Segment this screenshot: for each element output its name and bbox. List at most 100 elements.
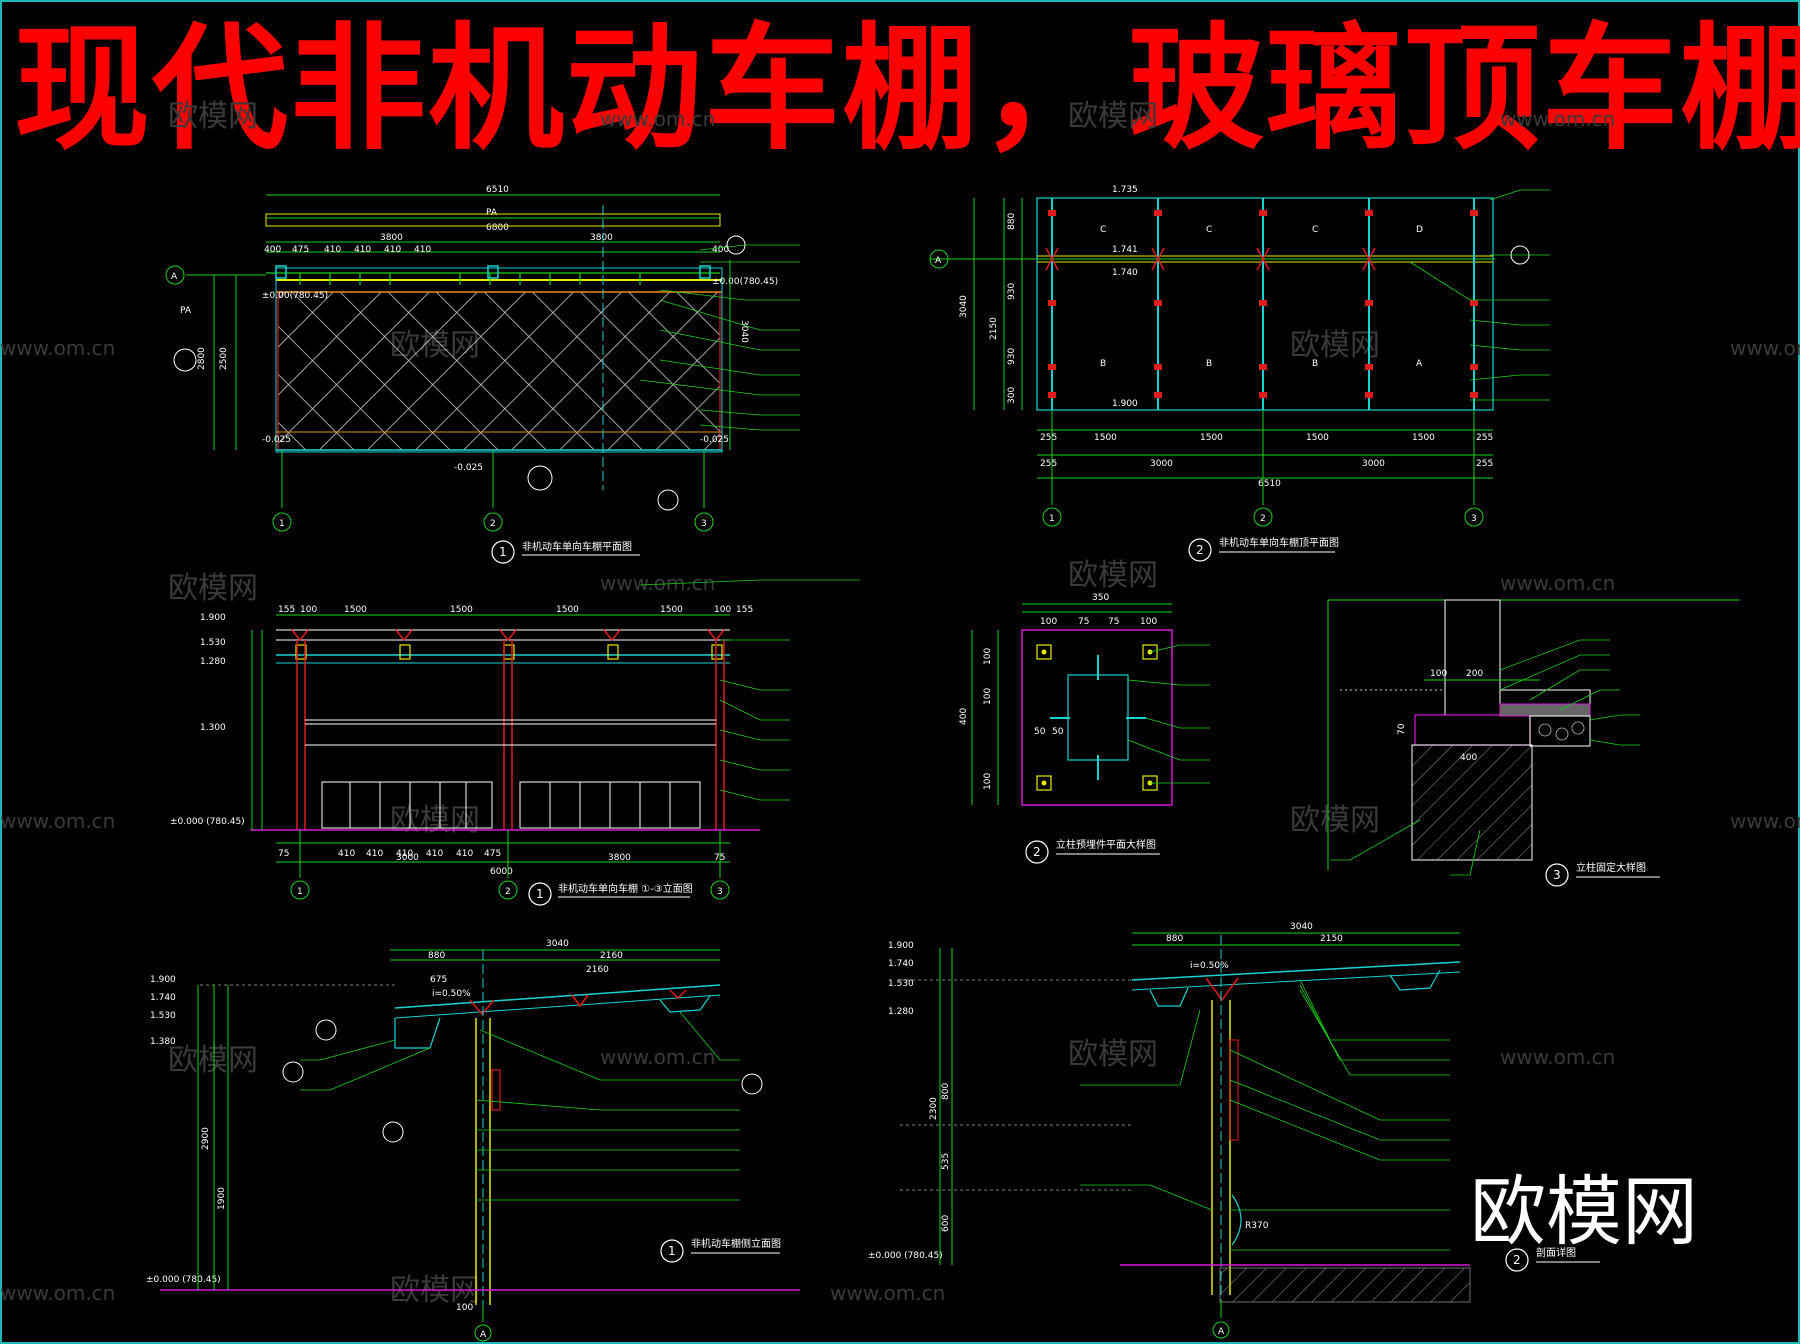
plan-level-bl: -0.025: [262, 435, 291, 445]
title-part1: 现代非机动车棚，: [14, 11, 1118, 169]
watermark-url: www.om.cn: [1500, 1045, 1615, 1069]
roof-dim: 255: [1476, 459, 1493, 469]
roof-level: 1.735: [1112, 185, 1138, 195]
plate-caption: 立柱预埋件平面大样图: [1056, 838, 1156, 851]
roof-side-dim: 930: [1007, 348, 1017, 365]
roof-dim-total: 6510: [1258, 479, 1281, 489]
plate-dim: 350: [1092, 593, 1109, 603]
elev-sub-dim: 410: [456, 849, 473, 859]
sect-radius: R370: [1245, 1221, 1269, 1231]
plan-view: 6510 PA 6800 3800 3800 400 475 410 410 4…: [165, 185, 800, 564]
roof-dim: 1500: [1412, 433, 1435, 443]
watermark-url: www.om.cn: [0, 809, 115, 833]
watermark-url: www.om.cn: [0, 1281, 115, 1305]
front-elevation-view: 155 100 1500 1500 1500 1500 100 155: [170, 579, 860, 906]
plan-level-mid: -0.025: [454, 463, 483, 473]
side-dim: 675: [430, 975, 447, 985]
roof-level: 1.740: [1112, 268, 1138, 278]
found-caption-num: 3: [1553, 868, 1561, 882]
roof-side-dim: 930: [1007, 283, 1017, 300]
sect-dim: 880: [1166, 934, 1183, 944]
side-level: 1.740: [150, 993, 176, 1003]
section-detail-view: 3040 880 2150 i=0.50% R370 1.900 1.740 1…: [868, 922, 1600, 1339]
side-caption-num: 1: [668, 1244, 676, 1258]
roof-caption: 非机动车单向车棚顶平面图: [1219, 536, 1339, 549]
watermark-url: www.om.cn: [0, 336, 115, 360]
elev-dim-3000: 3000: [396, 853, 419, 863]
plan-caption-num: 1: [499, 545, 507, 559]
roof-panel: B: [1100, 359, 1106, 369]
watermark-url: www.om.cn: [1500, 571, 1615, 595]
plan-axis-a: A: [171, 272, 178, 282]
plan-side-dim: 2800: [197, 347, 207, 370]
roof-axis-a: A: [935, 256, 942, 266]
plate-dim: 100: [1040, 617, 1057, 627]
plan-sub-dim: 410: [324, 245, 341, 255]
watermark-text: 欧模网: [168, 571, 258, 606]
side-level: 1.530: [150, 1011, 176, 1021]
plan-level-left: ±0.00(780.45): [262, 291, 328, 301]
side-dim: 880: [428, 951, 445, 961]
roof-plan-view: C C C D B B B A 1.735 1.741 1.740 1.900 …: [929, 185, 1550, 562]
plate-side-dim: 400: [959, 708, 969, 725]
plate-caption-num: 2: [1033, 845, 1041, 859]
watermark-text: 欧模网: [168, 99, 258, 134]
plan-level-right: ±0.00(780.45): [712, 277, 778, 287]
watermark-text: 欧模网: [390, 803, 480, 838]
elev-level: 1.530: [200, 638, 226, 648]
plan-level-br: -0.025: [700, 435, 729, 445]
elev-level: 1.280: [200, 657, 226, 667]
watermark-url: www.om.cn: [600, 571, 715, 595]
side-elevation-view: 3040 880 2160 675 2160 i=0.50% 1.900 1.7…: [146, 939, 800, 1342]
plate-side-dim: 100: [983, 688, 993, 705]
roof-axis-2: 2: [1260, 514, 1266, 524]
plate-side-dim: 100: [983, 773, 993, 790]
watermark-url: www.om.cn: [600, 107, 715, 131]
watermark-url: www.om.cn: [1730, 809, 1800, 833]
roof-side-dim: 300: [1007, 387, 1017, 404]
sect-level: 1.740: [888, 959, 914, 969]
watermark-url: www.om.cn: [600, 1045, 715, 1069]
plan-axis-3: 3: [701, 519, 707, 529]
elev-sub-dim: 410: [426, 849, 443, 859]
elev-sub-dim: 410: [366, 849, 383, 859]
side-dim-total: 3040: [546, 939, 569, 949]
side-bottom-dim: 100: [456, 1303, 473, 1313]
roof-dim: 255: [1476, 433, 1493, 443]
sect-level: 1.530: [888, 979, 914, 989]
sect-side-dim: 800: [941, 1083, 951, 1100]
plan-sub-dim: 400: [712, 245, 729, 255]
elev-axis-2: 2: [505, 887, 511, 897]
plate-inner-dim: 50: [1052, 727, 1064, 737]
watermark-url: www.om.cn: [1500, 107, 1615, 131]
found-dim: 200: [1466, 669, 1483, 679]
plate-dim: 100: [1140, 617, 1157, 627]
elev-level: 1.900: [200, 613, 226, 623]
sect-level: 1.280: [888, 1007, 914, 1017]
elev-axis-3: 3: [717, 887, 723, 897]
side-caption: 非机动车棚侧立面图: [691, 1237, 781, 1250]
watermark-text: 欧模网: [1068, 99, 1158, 134]
side-side-dim: 1900: [217, 1187, 227, 1210]
sect-caption-num: 2: [1513, 1253, 1521, 1267]
sect-caption: 剖面详图: [1536, 1246, 1576, 1259]
roof-side-dim: 880: [1007, 213, 1017, 230]
roof-dim: 1500: [1306, 433, 1329, 443]
found-dim: 400: [1460, 753, 1477, 763]
plan-axis-1: 1: [279, 519, 285, 529]
plan-dim-3800b: 3800: [590, 233, 613, 243]
watermark-text: 欧模网: [1290, 803, 1380, 838]
elev-sub-dim: 75: [278, 849, 289, 859]
roof-side-dim: 2150: [989, 317, 999, 340]
roof-panel: D: [1416, 225, 1423, 235]
roof-dim: 3000: [1362, 459, 1385, 469]
side-side-dim: 2900: [201, 1127, 211, 1150]
watermark-url: www.om.cn: [830, 1281, 945, 1305]
elev-dim: 1500: [660, 605, 683, 615]
roof-caption-num: 2: [1196, 543, 1204, 557]
title-part2: 玻璃顶车棚: [1128, 11, 1800, 169]
elev-caption-num: 1: [536, 887, 544, 901]
plan-caption: 非机动车单向车棚平面图: [522, 540, 632, 553]
side-slope: i=0.50%: [432, 989, 471, 999]
